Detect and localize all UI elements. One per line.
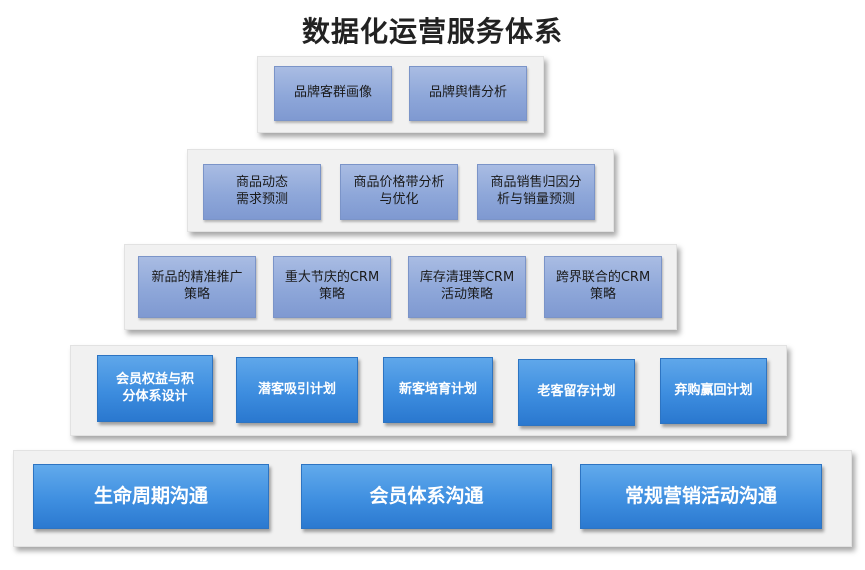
node-label: 生命周期沟通	[93, 485, 208, 508]
node-membership-communication: 会员体系沟通	[301, 464, 552, 529]
node-sales-attribution: 商品销售归因分 析与销量预测	[477, 164, 595, 220]
node-label: 重大节庆的CRM 策略	[284, 270, 380, 302]
node-new-product-promotion: 新品的精准推广 策略	[138, 256, 256, 318]
node-cart-abandon-winback: 弃购赢回计划	[660, 358, 767, 424]
node-crossover-crm: 跨界联合的CRM 策略	[544, 256, 662, 318]
node-customer-retention: 老客留存计划	[518, 359, 635, 426]
node-label: 库存清理等CRM 活动策略	[419, 270, 515, 302]
node-label: 品牌客群画像	[293, 85, 372, 101]
node-regular-marketing-communication: 常规营销活动沟通	[580, 464, 822, 529]
node-label: 会员权益与积 分体系设计	[115, 371, 194, 404]
node-label: 常规营销活动沟通	[624, 485, 777, 508]
node-inventory-clearance-crm: 库存清理等CRM 活动策略	[408, 256, 526, 318]
node-new-customer-nurturing: 新客培育计划	[383, 357, 493, 423]
node-label: 老客留存计划	[537, 384, 616, 400]
node-brand-customer-portrait: 品牌客群画像	[274, 66, 392, 121]
node-label: 商品销售归因分 析与销量预测	[490, 175, 582, 207]
node-member-benefits-design: 会员权益与积 分体系设计	[97, 355, 213, 422]
node-festival-crm: 重大节庆的CRM 策略	[273, 256, 391, 318]
node-label: 新客培育计划	[398, 381, 477, 397]
diagram-title: 数据化运营服务体系	[301, 15, 563, 48]
node-label: 会员体系沟通	[369, 485, 484, 508]
node-brand-sentiment-analysis: 品牌舆情分析	[409, 66, 527, 121]
node-demand-forecast: 商品动态 需求预测	[203, 164, 321, 220]
node-label: 弃购赢回计划	[674, 382, 753, 398]
node-label: 新品的精准推广 策略	[151, 270, 243, 302]
node-label: 跨界联合的CRM 策略	[555, 270, 651, 302]
node-label: 商品动态 需求预测	[235, 175, 288, 207]
node-prospect-acquisition: 潜客吸引计划	[236, 357, 358, 423]
node-label: 商品价格带分析 与优化	[353, 175, 445, 207]
node-label: 品牌舆情分析	[428, 85, 507, 101]
node-label: 潜客吸引计划	[257, 381, 336, 397]
node-lifecycle-communication: 生命周期沟通	[33, 464, 269, 529]
node-price-band-analysis: 商品价格带分析 与优化	[340, 164, 458, 220]
